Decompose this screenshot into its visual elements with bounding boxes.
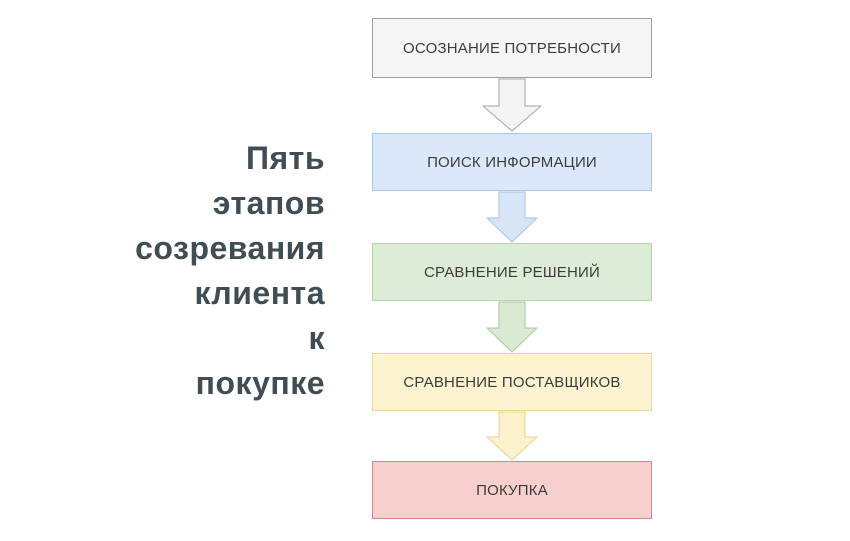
stage-box-information-search: ПОИСК ИНФОРМАЦИИ [372, 133, 652, 191]
stage-label: СРАВНЕНИЕ ПОСТАВЩИКОВ [403, 373, 621, 391]
stage-box-need-awareness: ОСОЗНАНИЕ ПОТРЕБНОСТИ [372, 18, 652, 78]
down-arrow-icon [482, 301, 542, 353]
diagram-title: Пять этапов созревания клиента к покупке [40, 136, 325, 406]
stage-box-supplier-comparison: СРАВНЕНИЕ ПОСТАВЩИКОВ [372, 353, 652, 411]
title-line: покупке [195, 365, 325, 401]
title-line: клиента [194, 275, 325, 311]
stage-label: СРАВНЕНИЕ РЕШЕНИЙ [423, 263, 601, 281]
title-line: Пять [245, 140, 325, 176]
flow-column: ОСОЗНАНИЕ ПОТРЕБНОСТИ ПОИСК ИНФОРМАЦИИ С… [372, 18, 652, 523]
stage-label: ПОИСК ИНФОРМАЦИИ [427, 153, 597, 171]
down-arrow-icon [482, 411, 542, 461]
title-line: созревания [135, 230, 325, 266]
title-line: к [308, 320, 325, 356]
down-arrow-icon [482, 78, 542, 132]
down-arrow-icon [482, 191, 542, 243]
title-line: этапов [212, 185, 325, 221]
stage-label: ОСОЗНАНИЕ ПОТРЕБНОСТИ [403, 39, 621, 57]
stage-box-solution-comparison: СРАВНЕНИЕ РЕШЕНИЙ [372, 243, 652, 301]
stage-box-purchase: ПОКУПКА [372, 461, 652, 519]
stage-label: ПОКУПКА [476, 481, 548, 499]
